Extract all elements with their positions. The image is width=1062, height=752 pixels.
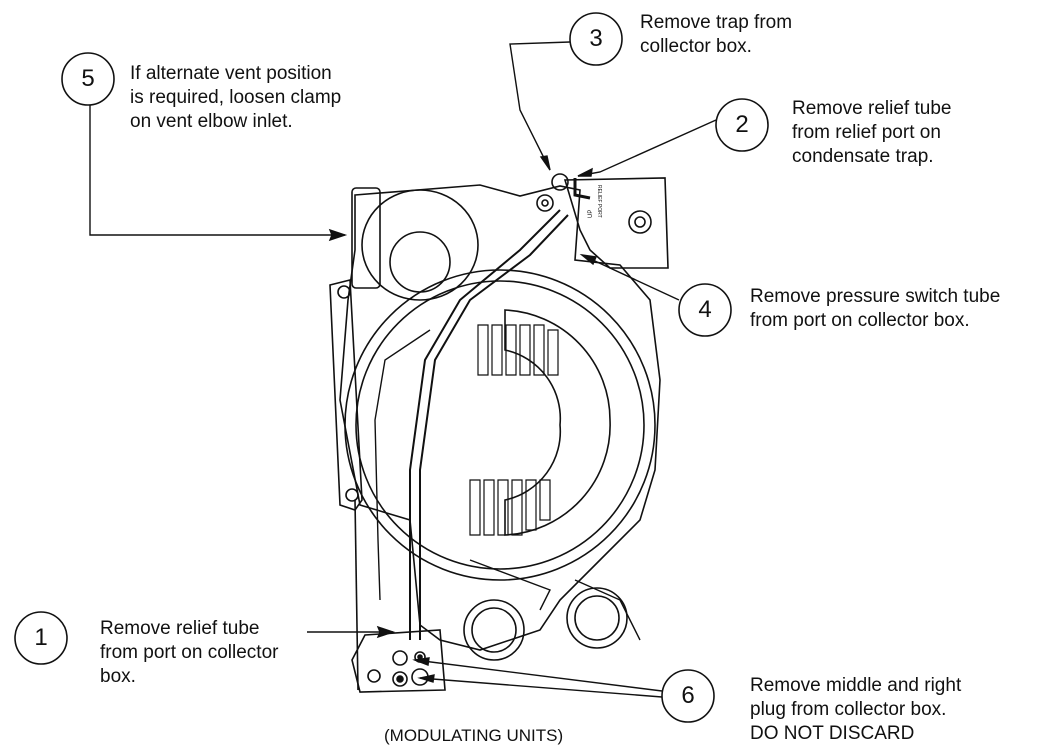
callout-3-text: Remove trap from collector box.	[640, 12, 793, 57]
callout-5-text: If alternate vent position is required, …	[130, 63, 342, 132]
callout-6-text: Remove middle and right plug from collec…	[750, 675, 962, 744]
callout-5-circle	[61, 52, 115, 106]
callout-1-text: Remove relief tube from port on collecto…	[100, 618, 279, 687]
callout-4-text: Remove pressure switch tube from port on…	[750, 286, 1001, 331]
callout-1-number: 1	[34, 624, 48, 651]
callout-4-circle	[678, 283, 732, 337]
callout-5-number: 5	[81, 65, 95, 92]
callout-2-circle	[715, 98, 769, 152]
callout-3-circle	[569, 12, 623, 66]
callout-6-circle	[661, 669, 715, 723]
inducer-assembly	[329, 173, 669, 693]
callout-2-number: 2	[735, 111, 749, 138]
relief-port-label: RELIEF PORT	[596, 185, 602, 218]
callout-6-number: 6	[681, 682, 695, 709]
leader-lines	[89, 41, 717, 698]
callout-1-circle	[14, 611, 68, 665]
up-label: UP	[588, 210, 594, 218]
callout-4-number: 4	[698, 296, 712, 323]
diagram-caption: (MODULATING UNITS)	[384, 726, 564, 745]
callout-3-number: 3	[589, 25, 603, 52]
callout-2-text: Remove relief tube from relief port on c…	[792, 98, 952, 167]
